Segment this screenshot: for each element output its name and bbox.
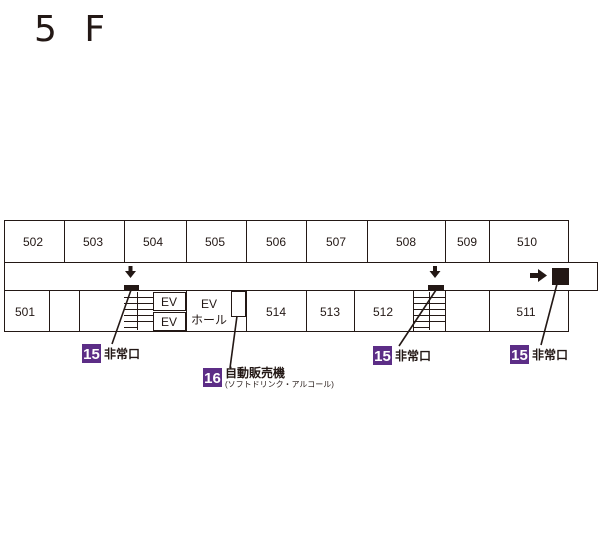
ev-hall-label-2: ホール (191, 313, 227, 327)
exit-number: 15 (374, 348, 391, 365)
room-511: 511 (516, 305, 535, 319)
stairs-icon (414, 292, 445, 330)
exit-number-badge (373, 346, 392, 365)
stairs-icon (124, 292, 153, 330)
room-508: 508 (396, 235, 416, 249)
room-510: 510 (517, 235, 537, 249)
floor-title: 5 F (34, 9, 114, 50)
room-502: 502 (23, 235, 43, 249)
exit-number-badge (510, 345, 529, 364)
room-514: 514 (266, 305, 286, 319)
room-501: 501 (15, 305, 35, 319)
room-505: 505 (205, 235, 225, 249)
exit-label: 非常口 (395, 348, 431, 363)
exit-label: 非常口 (532, 347, 568, 362)
exit-number-badge (82, 344, 101, 363)
right-arrow-icon (530, 269, 547, 282)
top-room-labels: 502 503 504 505 506 507 508 509 510 (23, 235, 537, 249)
ev-car-1-label: EV (161, 295, 177, 309)
down-arrow-icon (125, 266, 136, 278)
exit-marker-icon (124, 285, 139, 291)
room-513: 513 (320, 305, 340, 319)
room-506: 506 (266, 235, 286, 249)
vending-number-badge (203, 368, 222, 387)
room-512: 512 (373, 305, 393, 319)
vending-sub-label: (ソフトドリンク・アルコール) (225, 380, 334, 389)
room-504: 504 (143, 235, 163, 249)
exit-marker-icon (428, 285, 444, 291)
ev-car-2-label: EV (161, 315, 177, 329)
vending-label: 自動販売機 (225, 365, 285, 380)
down-arrow-icon (429, 266, 441, 278)
emergency-exit-callout-2: 15 非常口 (373, 346, 431, 365)
room-507: 507 (326, 235, 346, 249)
bottom-room-labels: 501 514 513 512 511 EV EV EV ホール (15, 295, 536, 329)
exit-marker-icon (552, 268, 569, 285)
ev-hall-label: EV (201, 297, 217, 311)
bottom-room-row (4, 290, 569, 332)
emergency-exit-callout-3: 15 非常口 (510, 345, 568, 364)
emergency-exit-callout-1: 15 非常口 (82, 344, 140, 363)
exit-label: 非常口 (104, 346, 140, 361)
leader-lines (111, 283, 558, 369)
exit-number: 15 (511, 347, 528, 364)
vending-machine-callout: 16 自動販売機 (ソフトドリンク・アルコール) (203, 365, 334, 389)
corridor (4, 262, 598, 291)
vending-number: 16 (204, 370, 221, 387)
room-509: 509 (457, 235, 477, 249)
room-503: 503 (83, 235, 103, 249)
exit-number: 15 (83, 346, 100, 363)
